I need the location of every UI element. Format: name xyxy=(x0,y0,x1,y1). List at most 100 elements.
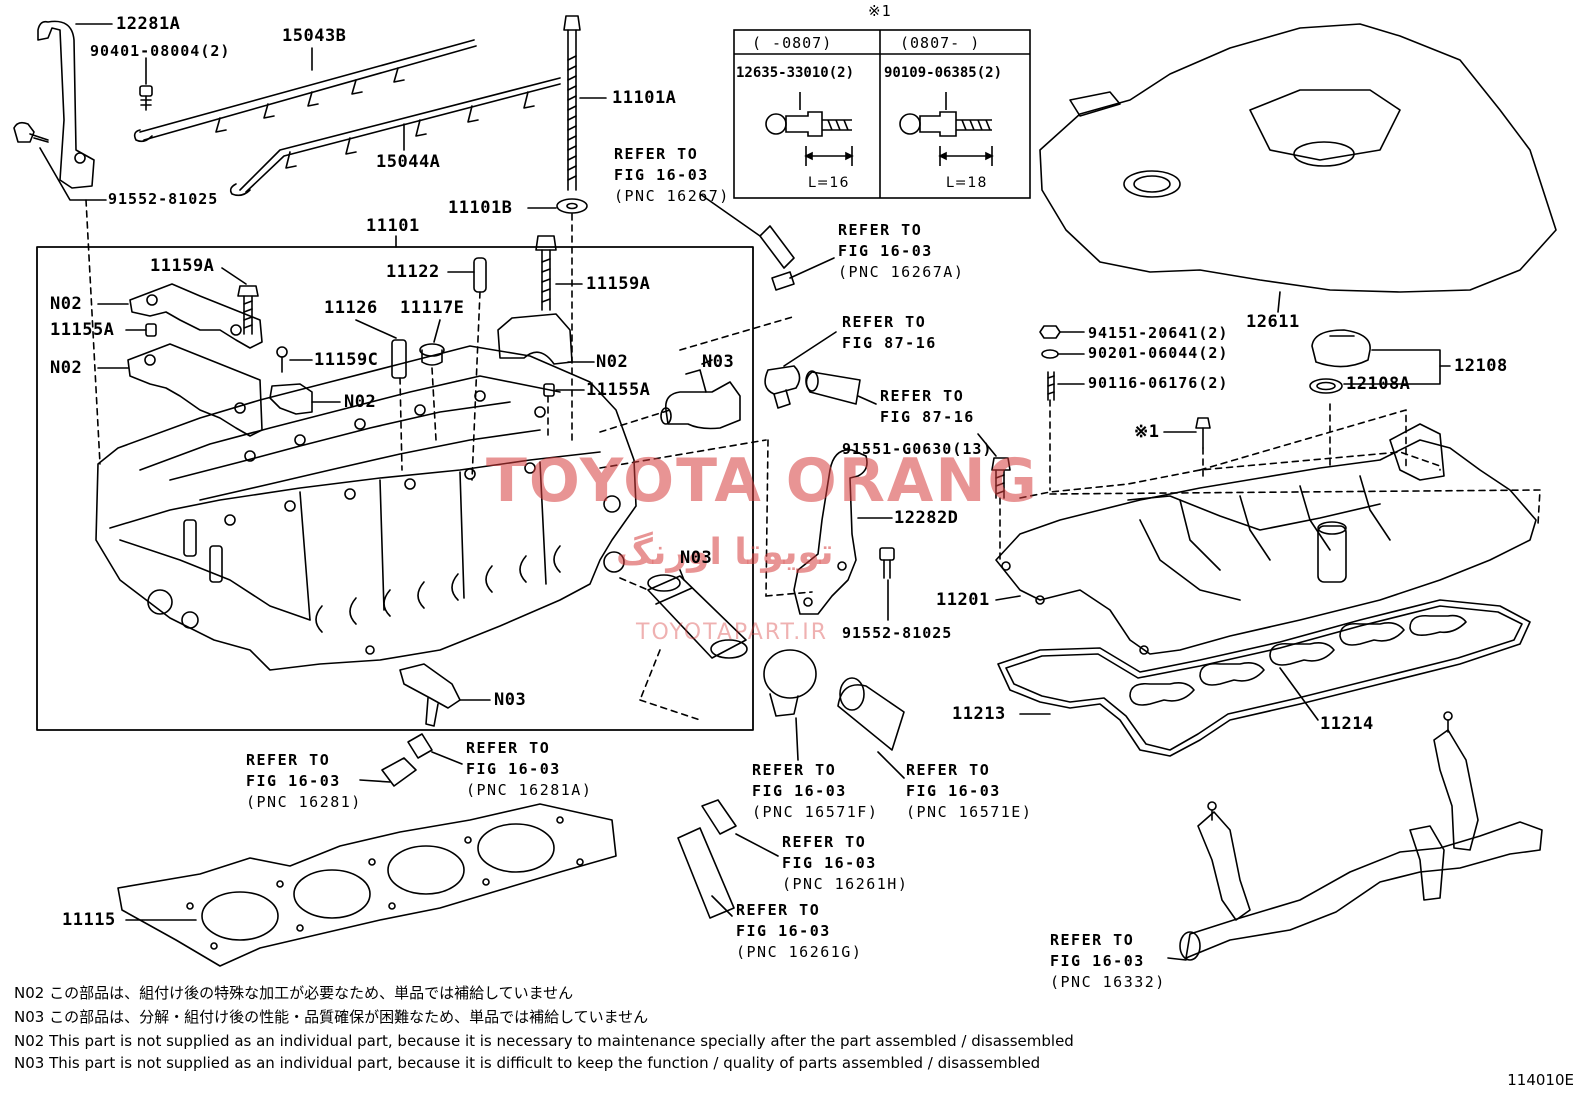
watermark-persian: تویوتا اورنگ xyxy=(616,532,834,573)
refer-line1: REFER TO xyxy=(246,751,331,769)
hose-16571e xyxy=(837,677,905,751)
part-label-11155a-right: 11155A xyxy=(586,380,651,400)
sleeve-n03-middle xyxy=(647,574,748,659)
part-label-11159a-left: 11159A xyxy=(150,256,215,276)
bearing-cap-n02-small xyxy=(269,383,313,415)
inset-col2-length: L=18 xyxy=(946,175,988,191)
refer-line2: FIG 16-03 xyxy=(838,242,933,260)
part-label-n02-b: N02 xyxy=(50,358,83,378)
refer-line2: FIG 87-16 xyxy=(880,408,975,426)
bracket-12281a xyxy=(37,20,95,189)
inset-col1-header: ( -0807) xyxy=(752,34,833,52)
refer-line1: REFER TO xyxy=(736,901,821,919)
part-label-11201: 11201 xyxy=(936,590,990,610)
part-label-11159c: 11159C xyxy=(314,350,379,370)
inset-marker: ※1 xyxy=(868,2,892,20)
stud-91552-middle xyxy=(879,547,895,579)
part-label-11126: 11126 xyxy=(324,298,378,318)
refer-to-pnc-16267a[interactable]: REFER TO FIG 16-03 (PNC 16267A) xyxy=(838,220,964,283)
refer-to-fig-87-16-a[interactable]: REFER TO FIG 87-16 xyxy=(842,312,937,354)
refer-to-pnc-16261h[interactable]: REFER TO FIG 16-03 (PNC 16261H) xyxy=(782,832,908,895)
part-label-15044a: 15044A xyxy=(376,152,441,172)
refer-line2: FIG 16-03 xyxy=(1050,952,1145,970)
head-gasket-11115 xyxy=(117,803,617,967)
part-label-91552-middle: 91552-81025 xyxy=(842,624,953,642)
part-label-star1: ※1 xyxy=(1134,422,1160,442)
footnote-n03-english: N03 This part is not supplied as an indi… xyxy=(14,1054,1041,1072)
refer-pnc: (PNC 16281) xyxy=(246,793,362,811)
refer-line2: FIG 87-16 xyxy=(842,334,937,352)
refer-pnc: (PNC 16261G) xyxy=(736,943,863,961)
refer-to-pnc-16281[interactable]: REFER TO FIG 16-03 (PNC 16281) xyxy=(246,750,362,813)
refer-line2: FIG 16-03 xyxy=(782,854,877,872)
valve-cover-11201 xyxy=(995,423,1537,655)
engine-cover-12611 xyxy=(1039,23,1557,293)
part-label-11101b: 11101B xyxy=(448,198,513,218)
part-label-12281a: 12281A xyxy=(116,14,181,34)
bolt-11159a-left xyxy=(237,285,259,335)
inset-col1-part: 12635-33010(2) xyxy=(736,65,855,81)
refer-pnc: (PNC 16571F) xyxy=(752,803,879,821)
part-label-n03-b: N03 xyxy=(680,548,713,568)
part-label-n03-c: N03 xyxy=(494,690,527,710)
inset-bolt-right xyxy=(899,92,994,166)
part-label-91552-left: 91552-81025 xyxy=(108,190,219,208)
refer-line1: REFER TO xyxy=(906,761,991,779)
refer-line1: REFER TO xyxy=(752,761,837,779)
refer-pnc: (PNC 16261H) xyxy=(782,875,909,893)
hose-16261h xyxy=(701,799,737,835)
hose-16281 xyxy=(381,757,417,787)
head-bolt-11101a xyxy=(563,15,581,191)
inset-col2-part: 90109-06385(2) xyxy=(884,65,1003,81)
bracket-12282d xyxy=(793,449,868,615)
plug-tube-gasket-11214 xyxy=(1129,614,1467,706)
part-label-11122: 11122 xyxy=(386,262,440,282)
cylinder-head-group-frame xyxy=(36,246,754,731)
refer-line2: FIG 16-03 xyxy=(246,772,341,790)
hose-clamp-16571f xyxy=(763,649,817,717)
refer-to-pnc-16571f[interactable]: REFER TO FIG 16-03 (PNC 16571F) xyxy=(752,760,878,823)
cylinder-head-11101 xyxy=(95,345,637,671)
part-label-n02-c: N02 xyxy=(344,392,377,412)
refer-to-fig-87-16-b[interactable]: REFER TO FIG 87-16 xyxy=(880,386,975,428)
refer-to-pnc-16332[interactable]: REFER TO FIG 16-03 (PNC 16332) xyxy=(1050,930,1166,993)
footnote-n03-japanese: N03 この部品は、分解・組付け後の性能・品質確保が困難なため、単品では補給して… xyxy=(14,1008,649,1026)
part-label-11213: 11213 xyxy=(952,704,1006,724)
oil-filler-cap-12108 xyxy=(1311,329,1371,368)
refer-line2: FIG 16-03 xyxy=(736,922,831,940)
washer-90201 xyxy=(1041,349,1059,359)
part-label-11101: 11101 xyxy=(366,216,420,236)
watermark-site: TOYOTAPART.IR xyxy=(636,620,829,645)
figure-code: 114010E xyxy=(1507,1071,1574,1089)
part-label-11155a-left: 11155A xyxy=(50,320,115,340)
clip-16281a xyxy=(407,733,433,759)
footnote-n02-english: N02 This part is not supplied as an indi… xyxy=(14,1032,1074,1050)
refer-pnc: (PNC 16281A) xyxy=(466,781,593,799)
refer-to-pnc-16267[interactable]: REFER TO FIG 16-03 (PNC 16267) xyxy=(614,144,730,207)
hose-87-16 xyxy=(805,370,861,405)
refer-to-pnc-16281a[interactable]: REFER TO FIG 16-03 (PNC 16281A) xyxy=(466,738,592,801)
dowel-11155a-left xyxy=(145,323,157,337)
refer-line1: REFER TO xyxy=(782,833,867,851)
part-label-11101a: 11101A xyxy=(612,88,677,108)
part-label-91551: 91551-G0630(13) xyxy=(842,440,993,458)
valve-cover-gasket-11213 xyxy=(997,599,1531,757)
part-label-n02-d: N02 xyxy=(596,352,629,372)
part-label-94151: 94151-20641(2) xyxy=(1088,324,1229,342)
water-pipe-16332 xyxy=(1179,711,1543,961)
refer-line1: REFER TO xyxy=(842,313,927,331)
refer-line1: REFER TO xyxy=(614,145,699,163)
refer-line1: REFER TO xyxy=(838,221,923,239)
washer-11101b xyxy=(556,198,588,214)
refer-pnc: (PNC 16571E) xyxy=(906,803,1033,821)
variant-inset-table xyxy=(733,29,1031,199)
inset-col1-length: L=16 xyxy=(808,175,850,191)
clamp-87-16 xyxy=(764,365,801,409)
refer-to-pnc-16571e[interactable]: REFER TO FIG 16-03 (PNC 16571E) xyxy=(906,760,1032,823)
refer-to-pnc-16261g[interactable]: REFER TO FIG 16-03 (PNC 16261G) xyxy=(736,900,862,963)
refer-pnc: (PNC 16267A) xyxy=(838,263,965,281)
bolt-91551 xyxy=(991,457,1011,499)
plug-11117e xyxy=(419,343,445,366)
nut-94151 xyxy=(1039,325,1061,339)
